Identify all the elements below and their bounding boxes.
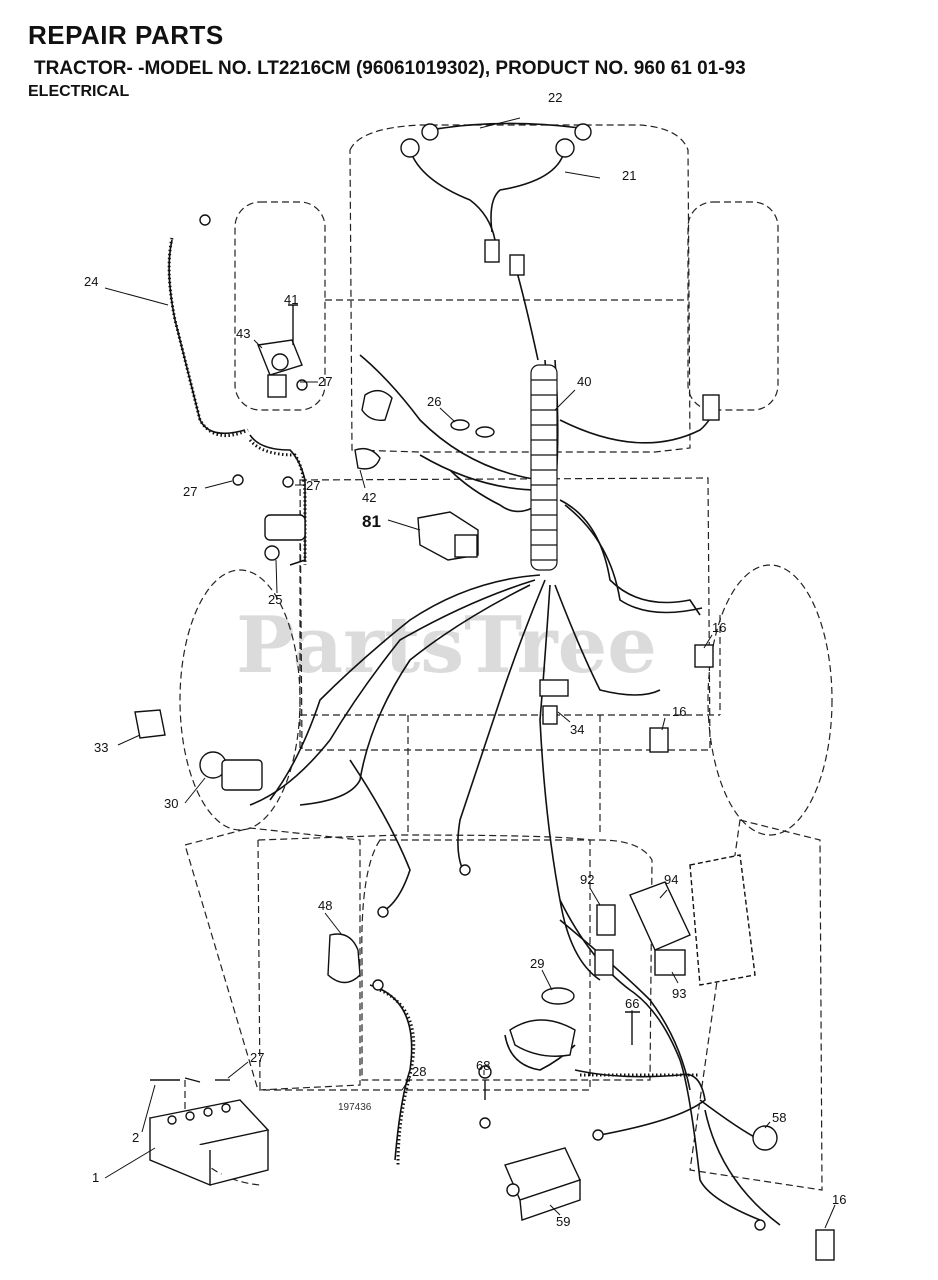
callout-2: 2: [132, 1130, 139, 1145]
callout-40: 40: [577, 374, 591, 389]
bracket-part: [361, 390, 393, 421]
switch-part: [542, 705, 558, 725]
callout-94: 94: [664, 872, 678, 887]
ignition-module-part: [504, 1147, 581, 1221]
clip-part: [509, 1019, 576, 1057]
ring-terminal-part: [199, 214, 211, 226]
section-label: ELECTRICAL: [28, 83, 130, 100]
switch-part: [649, 727, 669, 753]
callout-34: 34: [570, 722, 584, 737]
callout-26: 26: [427, 394, 441, 409]
callout-21: 21: [622, 168, 636, 183]
bolt-part: [478, 1065, 492, 1079]
callout-92: 92: [580, 872, 594, 887]
fuse-part: [450, 419, 470, 431]
callout-58: 58: [772, 1110, 786, 1125]
ignition-switch-part: [199, 751, 263, 791]
model-subtitle: TRACTOR- -MODEL NO. LT2216CM (9606101930…: [34, 58, 746, 79]
callout-labels: 22 21 24 41 43 27 40 26 27 27 42 81 25 1…: [84, 90, 846, 1229]
callout-43: 43: [236, 326, 250, 341]
ring-terminal-part: [264, 545, 280, 561]
connector-part: [702, 394, 720, 421]
callout-24: 24: [84, 274, 98, 289]
callout-28: 28: [412, 1064, 426, 1079]
switch-part: [815, 1229, 835, 1261]
ring-terminal-part: [372, 979, 384, 991]
callout-27: 27: [318, 374, 332, 389]
callout-30: 30: [164, 796, 178, 811]
callout-1: 1: [92, 1170, 99, 1185]
callout-42: 42: [362, 490, 376, 505]
ring-terminal-part: [479, 1117, 491, 1129]
leader-lines: [104, 117, 836, 1229]
harness-sleeve: [530, 364, 558, 571]
nut-part: [232, 474, 244, 486]
boot-part: [327, 933, 361, 984]
callout-25: 25: [268, 592, 282, 607]
ring-terminal-part: [377, 906, 389, 918]
callout-59: 59: [556, 1214, 570, 1229]
nut-part: [282, 476, 294, 488]
callout-29: 29: [530, 956, 544, 971]
key-part: [134, 709, 166, 739]
headlight-part: [400, 123, 592, 158]
switch-part: [694, 644, 714, 668]
ring-terminal-part: [459, 864, 471, 876]
module-part: [629, 854, 756, 986]
callout-16: 16: [832, 1192, 846, 1207]
cable-clamp-part: [264, 514, 306, 541]
callout-27: 27: [306, 478, 320, 493]
connector-part: [594, 949, 614, 976]
clip-part: [541, 987, 575, 1005]
switch-part: [539, 679, 569, 697]
callout-27: 27: [250, 1050, 264, 1065]
callout-93: 93: [672, 986, 686, 1001]
callout-48: 48: [318, 898, 332, 913]
callout-16: 16: [672, 704, 686, 719]
ring-terminal-part: [754, 1219, 766, 1231]
callout-22: 22: [548, 90, 562, 105]
connector-part: [484, 239, 500, 263]
braided-cables: [167, 237, 700, 1166]
battery-part: [148, 1099, 270, 1187]
callout-27: 27: [183, 484, 197, 499]
drawing-number: 197436: [338, 1102, 372, 1113]
relay-part: [417, 511, 479, 561]
bracket-part: [354, 447, 381, 470]
solenoid-part: [257, 339, 303, 398]
callout-16: 16: [712, 620, 726, 635]
callout-81: 81: [362, 512, 381, 531]
callout-33: 33: [94, 740, 108, 755]
ring-terminal-part: [592, 1129, 604, 1141]
callout-66: 66: [625, 996, 639, 1011]
connector-part: [509, 254, 525, 276]
parts: [134, 123, 835, 1261]
bolt-part: [625, 1011, 640, 1045]
page-title: REPAIR PARTS: [28, 20, 224, 50]
battery-bolt-part: [150, 1077, 201, 1083]
fuse-part: [475, 426, 495, 438]
connector-part: [596, 904, 616, 936]
grommet-part: [752, 1125, 778, 1151]
callout-41: 41: [284, 292, 298, 307]
callout-68: 68: [476, 1058, 490, 1073]
